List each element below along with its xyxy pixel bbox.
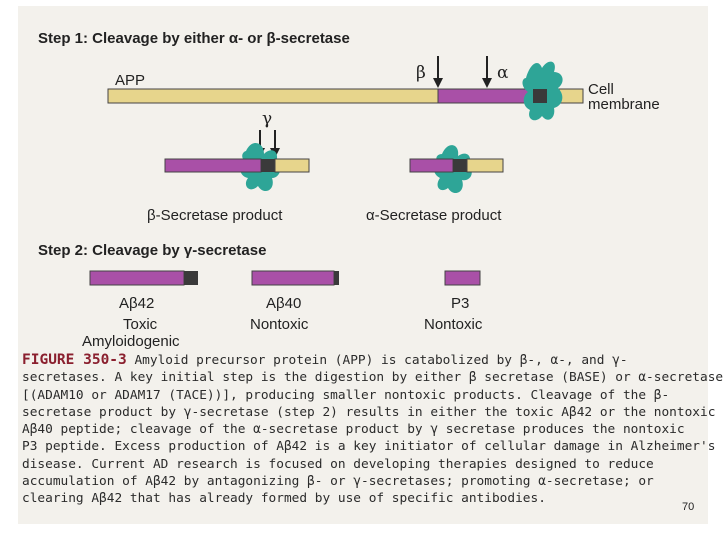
- abeta42-line1: Toxic: [123, 316, 158, 333]
- gamma-symbol: γ: [262, 109, 272, 129]
- beta-arrow: [433, 56, 443, 88]
- caption-line-6: P3 peptide. Excess production of Aβ42 is…: [22, 439, 716, 455]
- p3-line1: Nontoxic: [424, 316, 483, 333]
- app-bar-abeta-region: [437, 88, 534, 104]
- caption-line-7: disease. Current AD research is focused …: [22, 456, 654, 472]
- cell-membrane-label-line2: membrane: [588, 96, 660, 113]
- figure-label: FIGURE 350-3: [22, 352, 127, 368]
- beta-secretase-product-bar: [164, 142, 310, 192]
- step2-title: Step 2: Cleavage by γ-secretase: [38, 242, 266, 259]
- p3-label: P3: [451, 295, 469, 312]
- alpha-symbol: α: [497, 63, 509, 83]
- p3-peptide-bar: [444, 270, 481, 286]
- abeta40-label: Aβ40: [266, 295, 301, 312]
- caption-line-4: secretase product by γ-secretase (step 2…: [22, 404, 716, 420]
- caption-line-8: accumulation of Aβ42 by antagonizing β- …: [22, 474, 654, 490]
- caption-text-1: Amyloid precursor protein (APP) is catab…: [126, 353, 628, 368]
- app-bar-extracellular: [107, 88, 439, 104]
- abeta42-peptide-bar: [89, 270, 198, 286]
- app-bar-transmembrane-overlay: [533, 89, 547, 103]
- abeta40-line1: Nontoxic: [250, 316, 309, 333]
- alpha-secretase-product-label: α-Secretase product: [366, 207, 502, 224]
- app-cleavage-diagram: Step 1: Cleavage by either α- or β-secre…: [38, 30, 660, 350]
- caption-line-2: secretases. A key initial step is the di…: [22, 370, 723, 386]
- caption-line-9: clearing Aβ42 that has already formed by…: [22, 491, 546, 507]
- abeta42-label: Aβ42: [119, 295, 154, 312]
- alpha-arrow: [482, 56, 492, 88]
- cell-membrane-label-line1: Cell: [588, 81, 614, 98]
- beta-symbol: β: [416, 63, 426, 83]
- figure-caption: FIGURE 350-3 Amyloid precursor protein (…: [18, 352, 723, 508]
- figure-panel: Step 1: Cleavage by either α- or β-secre…: [18, 6, 723, 524]
- app-bar: [107, 88, 584, 104]
- beta-secretase-product-label: β-Secretase product: [147, 207, 283, 224]
- abeta40-peptide-bar: [251, 270, 339, 286]
- step1-title: Step 1: Cleavage by either α- or β-secre…: [38, 30, 350, 47]
- abeta42-line2: Amyloidogenic: [82, 333, 180, 350]
- caption-line-1: FIGURE 350-3 Amyloid precursor protein (…: [22, 352, 706, 369]
- caption-line-5: Aβ40 peptide; cleavage of the α-secretas…: [22, 422, 685, 438]
- alpha-secretase-product-bar: [409, 145, 504, 194]
- page-number: 70: [682, 501, 695, 513]
- caption-line-3: [(ADAM10 or ADAM17 (TACE))], producing s…: [22, 387, 670, 403]
- app-label: APP: [115, 72, 145, 89]
